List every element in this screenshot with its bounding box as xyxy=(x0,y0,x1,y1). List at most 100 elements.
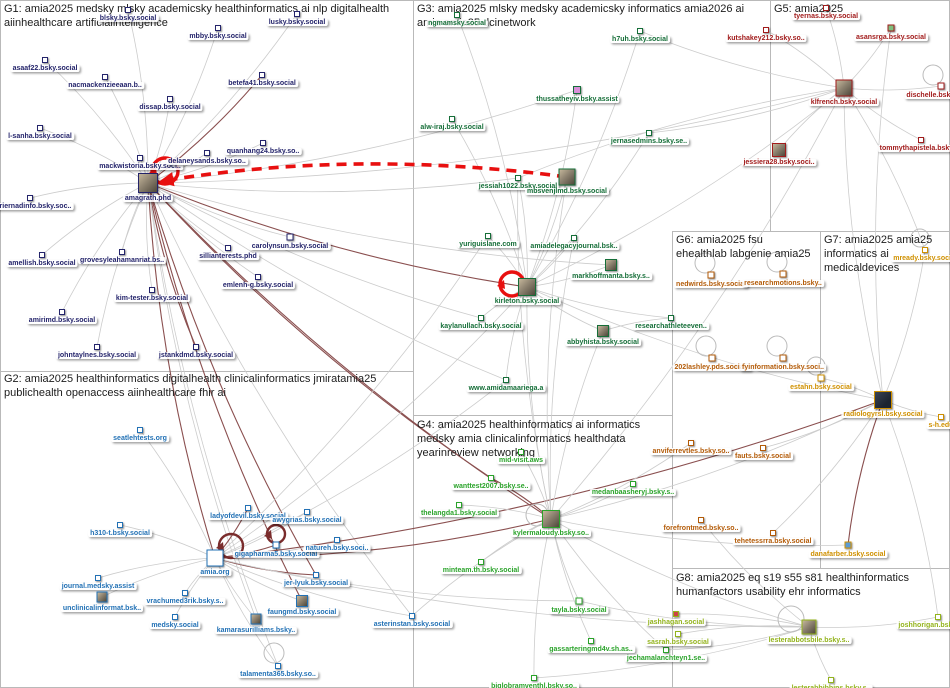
node-marker[interactable] xyxy=(304,509,310,515)
node-marker[interactable] xyxy=(42,57,48,63)
node-label: jessiah1022.bsky.social xyxy=(476,183,560,190)
node-marker[interactable] xyxy=(260,140,266,146)
node-marker[interactable] xyxy=(137,427,143,433)
node-marker[interactable] xyxy=(663,647,669,653)
node-marker[interactable] xyxy=(707,271,715,279)
node-marker[interactable] xyxy=(938,414,944,420)
node-marker[interactable] xyxy=(95,575,101,581)
node-marker[interactable] xyxy=(844,541,852,549)
node-label: lesterabbotsbile.bsky.s.. xyxy=(766,636,852,644)
node-marker[interactable] xyxy=(255,274,261,280)
node-label: ladyofdevil.bsky.social xyxy=(208,513,288,520)
node-marker[interactable] xyxy=(503,377,509,383)
node-label: jer-lyuk.bsky.social xyxy=(281,580,351,587)
node-marker[interactable] xyxy=(515,175,521,181)
node-marker[interactable] xyxy=(94,344,100,350)
node-marker[interactable] xyxy=(779,354,787,362)
node-marker[interactable] xyxy=(409,613,415,619)
node-marker[interactable] xyxy=(137,155,143,161)
node-marker[interactable] xyxy=(167,96,173,102)
node-marker[interactable] xyxy=(272,541,280,549)
node-marker[interactable] xyxy=(193,344,199,350)
node-marker[interactable] xyxy=(119,249,125,255)
node-marker[interactable] xyxy=(571,235,577,241)
node-marker[interactable] xyxy=(779,270,787,278)
node-label: johntaylnes.bsky.social xyxy=(55,352,139,359)
node-marker[interactable] xyxy=(668,315,674,321)
node-marker[interactable] xyxy=(204,150,210,156)
node-label: amagrath.phd xyxy=(122,195,174,202)
node-marker[interactable] xyxy=(172,614,178,620)
node-marker[interactable] xyxy=(937,82,945,90)
node-marker[interactable] xyxy=(27,195,33,201)
node-label: researchmotions.bsky.. xyxy=(742,279,824,287)
node-avatar[interactable] xyxy=(772,143,786,157)
node-avatar[interactable] xyxy=(605,259,617,271)
node-marker[interactable] xyxy=(887,24,895,32)
node-marker[interactable] xyxy=(817,374,825,382)
node-marker[interactable] xyxy=(102,74,108,80)
node-marker[interactable] xyxy=(275,663,281,669)
node-marker[interactable] xyxy=(698,517,704,523)
node-avatar[interactable] xyxy=(558,168,576,186)
node-marker[interactable] xyxy=(449,116,455,122)
node-marker[interactable] xyxy=(763,27,769,33)
node-marker[interactable] xyxy=(688,440,694,446)
node-avatar[interactable] xyxy=(250,613,262,625)
node-avatar[interactable] xyxy=(542,510,560,528)
node-marker[interactable] xyxy=(922,247,928,253)
node-marker[interactable] xyxy=(215,25,221,31)
node-marker[interactable] xyxy=(675,631,681,637)
node-avatar[interactable] xyxy=(138,173,158,193)
node-avatar[interactable] xyxy=(518,278,536,296)
node-marker[interactable] xyxy=(39,252,45,258)
node-marker[interactable] xyxy=(575,597,583,605)
node-marker[interactable] xyxy=(488,475,494,481)
node-label: sillianterests.phd xyxy=(197,253,259,260)
node-marker[interactable] xyxy=(478,315,484,321)
node-marker[interactable] xyxy=(485,233,491,239)
node-marker[interactable] xyxy=(225,245,231,251)
node-marker[interactable] xyxy=(259,72,265,78)
node-marker[interactable] xyxy=(59,309,65,315)
node-marker[interactable] xyxy=(646,130,652,136)
node-marker[interactable] xyxy=(294,11,300,17)
node-marker[interactable] xyxy=(918,137,924,143)
node-marker[interactable] xyxy=(286,233,294,241)
group-box-line xyxy=(672,568,950,569)
node-marker[interactable] xyxy=(935,614,941,620)
node-marker[interactable] xyxy=(518,449,524,455)
node-marker[interactable] xyxy=(637,28,643,34)
node-marker[interactable] xyxy=(760,445,766,451)
node-avatar[interactable] xyxy=(96,591,108,603)
node-marker[interactable] xyxy=(334,537,340,543)
node-label: estahn.bsky.social xyxy=(788,383,854,391)
node-marker[interactable] xyxy=(313,572,319,578)
node-marker[interactable] xyxy=(673,611,679,617)
node-marker[interactable] xyxy=(456,502,462,508)
node-marker[interactable] xyxy=(245,505,251,511)
node-avatar[interactable] xyxy=(296,595,308,607)
node-marker[interactable] xyxy=(828,677,834,683)
node-marker[interactable] xyxy=(478,559,484,565)
node-marker[interactable] xyxy=(531,675,537,681)
node-label: kaylanullach.bsky.social xyxy=(438,323,524,330)
node-marker[interactable] xyxy=(770,530,776,536)
node-marker[interactable] xyxy=(125,7,131,13)
node-marker[interactable] xyxy=(206,549,224,567)
node-marker[interactable] xyxy=(182,590,188,596)
node-marker[interactable] xyxy=(708,354,716,362)
node-marker[interactable] xyxy=(454,12,460,18)
node-marker[interactable] xyxy=(149,287,155,293)
node-marker[interactable] xyxy=(630,481,636,487)
node-marker[interactable] xyxy=(588,638,594,644)
node-label: tyernas.bsky.social xyxy=(791,13,861,20)
node-marker[interactable] xyxy=(823,5,829,11)
node-avatar[interactable] xyxy=(874,391,892,409)
node-marker[interactable] xyxy=(37,125,43,131)
node-avatar[interactable] xyxy=(835,79,853,97)
node-marker[interactable] xyxy=(117,522,123,528)
node-avatar[interactable] xyxy=(597,325,609,337)
node-avatar[interactable] xyxy=(801,619,817,635)
node-marker[interactable] xyxy=(573,86,581,94)
